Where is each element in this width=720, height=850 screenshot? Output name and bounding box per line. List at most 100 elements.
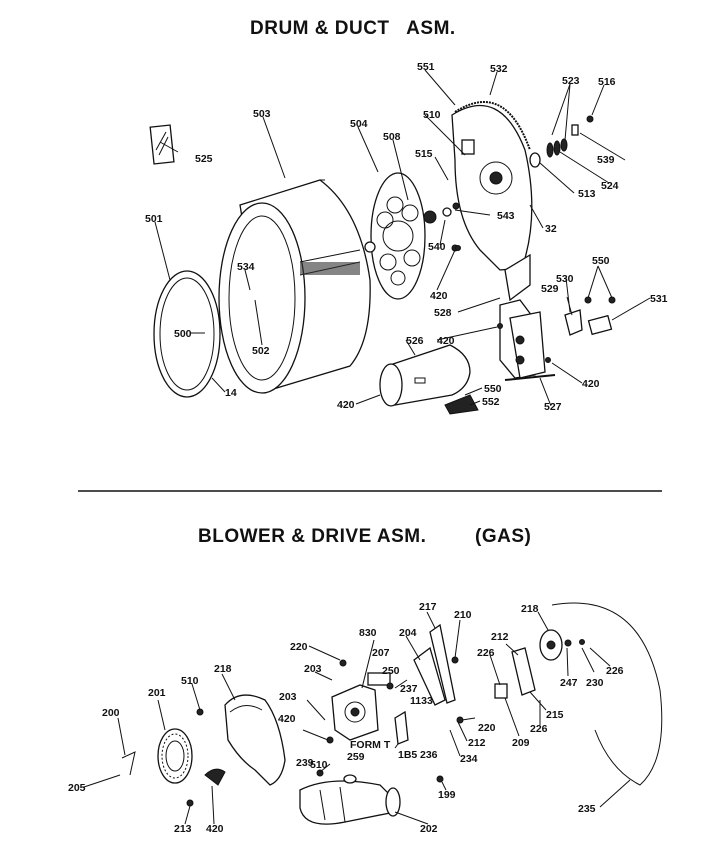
blower-part-labels: 217 210 830 204 218 220 207 212 203 250 226 510 218 1… xyxy=(0,0,624,835)
blower-part-label: FORM T xyxy=(350,739,391,751)
drum-part-label: 552 xyxy=(482,396,500,408)
blower-part-label: 204 xyxy=(399,627,417,639)
drum-duct-title: DRUM & DUCT ASM. xyxy=(250,18,456,39)
blower-part-label: 215 xyxy=(546,709,564,721)
blower-part-label: 250 xyxy=(382,665,400,677)
drum-part-label: 540 xyxy=(428,241,446,253)
drum-part-label: 527 xyxy=(544,401,562,413)
blower-part-label: 510 xyxy=(310,759,328,771)
blower-part-label: 220 xyxy=(478,722,496,734)
blower-part-label: 218 xyxy=(214,663,232,675)
blower-part-label: 1B5 xyxy=(398,749,417,761)
blower-part-label: 236 xyxy=(420,749,438,761)
part-rear-bulkhead xyxy=(451,101,533,302)
part-blower-wheel xyxy=(157,728,193,784)
blower-leader-lines xyxy=(83,611,631,825)
drum-part-label: 551 xyxy=(417,61,435,73)
blower-part-label: 247 xyxy=(560,677,578,689)
blower-drive-title: BLOWER & DRIVE ASM. xyxy=(198,526,427,547)
drum-part-label: 504 xyxy=(350,118,368,130)
part-blower-housing xyxy=(224,694,286,786)
blower-part-label: 212 xyxy=(491,631,509,643)
drum-part-label: 516 xyxy=(598,76,616,88)
part-drive-belt xyxy=(551,602,663,786)
gas-label: (GAS) xyxy=(475,526,532,547)
part-heater-can xyxy=(379,344,471,407)
blower-part-label: 205 xyxy=(68,782,86,794)
drum-part-label: 525 xyxy=(195,153,213,165)
part-exhaust-duct xyxy=(299,780,401,825)
part-arm xyxy=(429,623,456,704)
blower-part-label: 1133 xyxy=(410,695,433,707)
drum-part-label: 534 xyxy=(237,261,255,273)
blower-part-label: 199 xyxy=(438,789,456,801)
blower-drive-assembly-drawing xyxy=(83,602,663,825)
drum-part-label: 501 xyxy=(145,213,163,225)
drum-part-label: 32 xyxy=(545,223,557,235)
drum-part-label: 523 xyxy=(562,75,580,87)
part-duct-bracket xyxy=(499,299,556,381)
drum-part-label: 508 xyxy=(383,131,401,143)
drum-part-label: 530 xyxy=(556,273,574,285)
drum-part-label: 550 xyxy=(484,383,502,395)
blower-part-label: 237 xyxy=(400,683,418,695)
drum-part-label: 510 xyxy=(423,109,441,121)
blower-part-label: 217 xyxy=(419,601,437,613)
drum-leader-lines xyxy=(154,69,651,407)
part-wire-harness xyxy=(444,394,479,415)
drum-part-label: 532 xyxy=(490,63,508,75)
blower-part-label: 218 xyxy=(521,603,539,615)
drum-part-label: 500 xyxy=(174,328,192,340)
part-idler-pulley xyxy=(539,629,585,661)
blower-part-label: 226 xyxy=(606,665,624,677)
part-clamp xyxy=(121,751,136,776)
drum-part-label: 539 xyxy=(597,154,615,166)
drum-part-label: 550 xyxy=(592,255,610,267)
drum-part-label: 528 xyxy=(434,307,452,319)
part-front-bulkhead-ring xyxy=(153,270,221,398)
drum-part-label: 524 xyxy=(601,180,619,192)
drum-part-label: 503 xyxy=(253,108,271,120)
blower-part-label: 207 xyxy=(372,647,390,659)
blower-part-label: 234 xyxy=(460,753,478,765)
blower-part-label: 209 xyxy=(512,737,530,749)
part-idler-arm xyxy=(494,647,536,699)
part-lever xyxy=(413,646,446,706)
blower-part-label: 235 xyxy=(578,803,596,815)
blower-part-label: 200 xyxy=(102,707,120,719)
drum-part-labels: 551 532 523 516 510 525 503 504 508 539 515 524 513 5… xyxy=(145,61,668,413)
drum-part-label: 526 xyxy=(406,335,424,347)
drum-part-label: 529 xyxy=(541,283,559,295)
drum-part-label: 543 xyxy=(497,210,515,222)
blower-part-label: 201 xyxy=(148,687,166,699)
blower-part-label: 420 xyxy=(278,713,296,725)
blower-part-label: 213 xyxy=(174,823,192,835)
drum-duct-assembly-drawing xyxy=(149,69,651,415)
drum-part-label: 420 xyxy=(437,335,455,347)
drum-part-label: 420 xyxy=(337,399,355,411)
blower-part-label: 420 xyxy=(206,823,224,835)
blower-part-label: 830 xyxy=(359,627,377,639)
blower-part-label: 510 xyxy=(181,675,199,687)
drum-part-label: 531 xyxy=(650,293,668,305)
blower-part-label: 202 xyxy=(420,823,438,835)
part-thermostats xyxy=(564,296,616,336)
blower-part-label: 259 xyxy=(347,751,365,763)
blower-part-label: 203 xyxy=(279,691,297,703)
drum-part-label: 515 xyxy=(415,148,433,160)
drum-part-label: 513 xyxy=(578,188,596,200)
blower-part-label: 210 xyxy=(454,609,472,621)
drum-part-label: 502 xyxy=(252,345,270,357)
part-drum-rear-plate xyxy=(364,172,426,300)
blower-part-label: 220 xyxy=(290,641,308,653)
blower-part-label: 212 xyxy=(468,737,486,749)
blower-part-label: 230 xyxy=(586,677,604,689)
drum-part-label: 420 xyxy=(430,290,448,302)
part-motor xyxy=(331,672,391,741)
blower-part-label: 226 xyxy=(530,723,548,735)
blower-part-label: 228 xyxy=(0,0,18,3)
part-drum xyxy=(218,179,371,394)
blower-part-label: 239 xyxy=(296,757,314,769)
drum-part-label: 14 xyxy=(225,387,237,399)
